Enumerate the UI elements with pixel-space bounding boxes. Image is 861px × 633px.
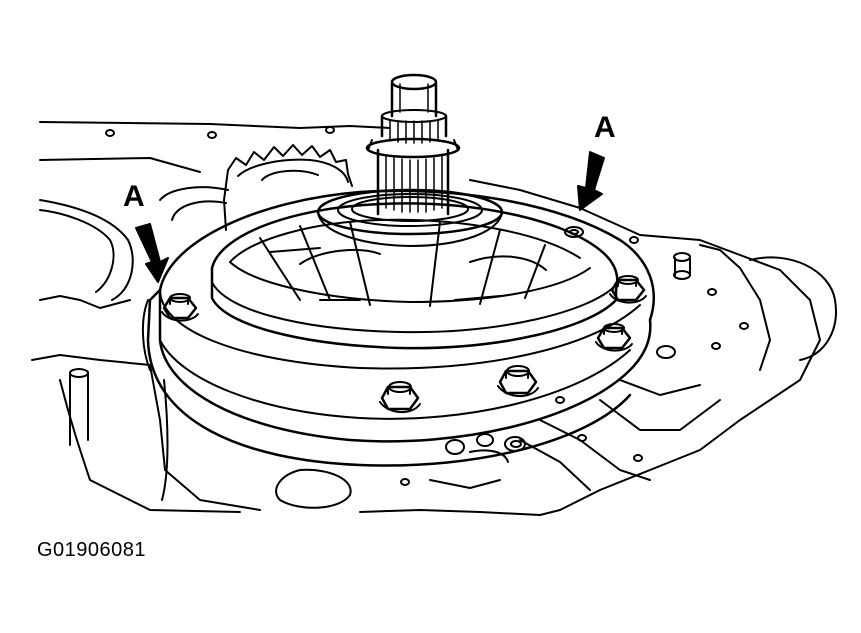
figure-id: G01906081 [37, 539, 147, 561]
callout-a-right: A [594, 111, 616, 144]
bolt-1 [162, 294, 198, 321]
bolt-group [162, 227, 646, 412]
bolt-5 [610, 276, 646, 303]
reaction-gear [224, 145, 352, 230]
bolt-3 [498, 366, 538, 396]
transmission-case [32, 122, 836, 515]
locating-dowel [565, 227, 583, 237]
arrow-right [578, 152, 604, 210]
bolt-4 [596, 324, 632, 351]
bolt-2 [380, 382, 420, 412]
arrow-left [136, 224, 168, 282]
oil-pump-body [143, 191, 654, 500]
callout-arrows [136, 152, 604, 282]
input-shaft [318, 75, 502, 246]
callout-a-left: A [123, 180, 145, 213]
